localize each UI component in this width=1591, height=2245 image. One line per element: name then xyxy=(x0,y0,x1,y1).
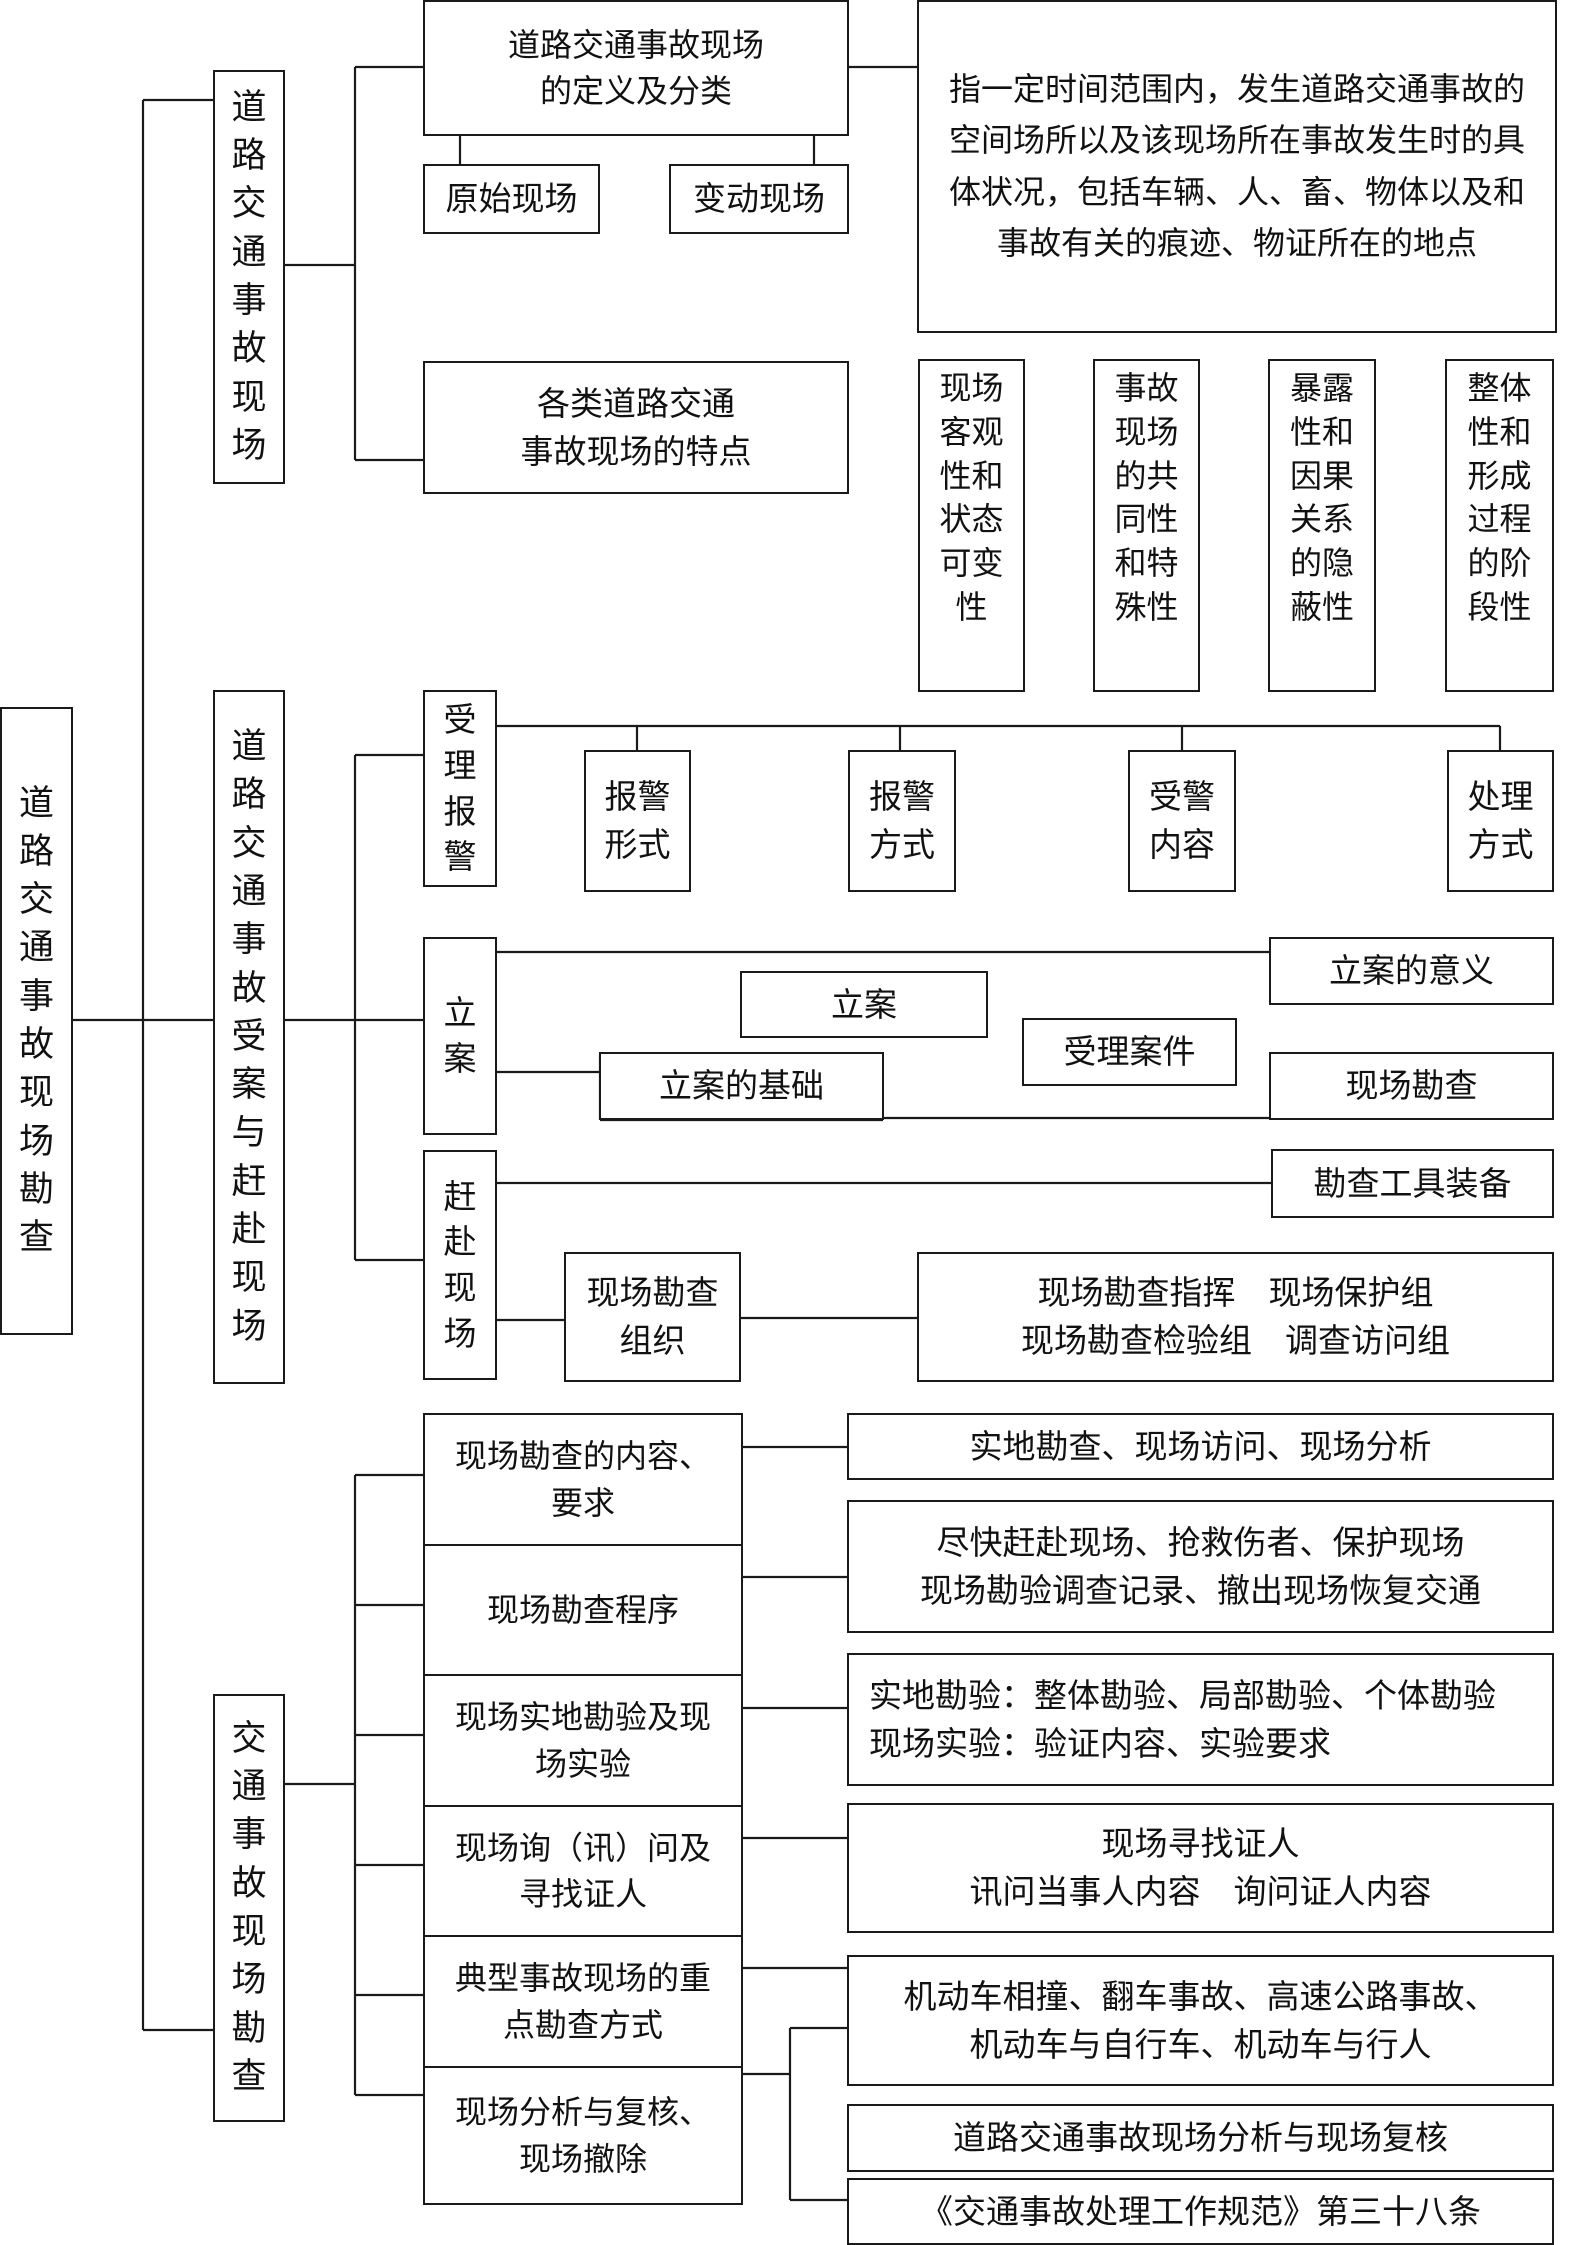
inspection-procedure-detail: 尽快赶赴现场、抢救伤者、保护现场 现场勘验调查记录、撤出现场恢复交通 xyxy=(847,1500,1554,1633)
filing-case-node: 立案 xyxy=(740,971,988,1038)
filing-node: 立案 xyxy=(423,937,497,1135)
rush-to-scene-node: 赶赴现场 xyxy=(423,1150,497,1380)
accept-case-node: 受理案件 xyxy=(1022,1018,1237,1086)
accept-alarm-node: 受理报警 xyxy=(423,690,497,887)
original-scene-node: 原始现场 xyxy=(423,164,600,234)
scene-inspection-node: 现场勘查 xyxy=(1269,1052,1554,1120)
definition-text-box: 指一定时间范围内，发生道路交通事故的空间场所以及该现场所在事故发生时的具体状况，… xyxy=(917,0,1557,333)
section-traffic-accident-scene: 道路交通事故现场 xyxy=(213,70,285,484)
altered-scene-node: 变动现场 xyxy=(669,164,849,234)
section-case-acceptance: 道路交通事故受案与赶赴现场 xyxy=(213,690,285,1384)
inspection-procedure-node: 现场勘查程序 xyxy=(423,1544,743,1676)
feature-integrity-stages: 整体性和形成过程的阶段性 xyxy=(1445,359,1554,692)
filing-basis-node: 立案的基础 xyxy=(599,1052,884,1120)
root-node: 道路交通事故现场勘查 xyxy=(0,707,73,1335)
inspection-tools-node: 勘查工具装备 xyxy=(1271,1149,1554,1218)
regulation-article-node: 《交通事故处理工作规范》第三十八条 xyxy=(847,2178,1554,2245)
feature-objectivity-variability: 现场客观性和状态可变性 xyxy=(918,359,1025,692)
interrogation-node: 现场询（讯）问及 寻找证人 xyxy=(423,1805,743,1937)
inspection-content-node: 现场勘查的内容、 要求 xyxy=(423,1413,743,1546)
handling-method-node: 处理 方式 xyxy=(1447,750,1554,892)
typical-scene-detail: 机动车相撞、翻车事故、高速公路事故、 机动车与自行车、机动车与行人 xyxy=(847,1955,1554,2086)
inspection-organization-node: 现场勘查 组织 xyxy=(564,1252,741,1382)
field-inspection-detail: 实地勘验：整体勘验、局部勘验、个体勘验 现场实验：验证内容、实验要求 xyxy=(847,1653,1554,1786)
definition-classification-node: 道路交通事故现场 的定义及分类 xyxy=(423,0,849,136)
typical-scene-node: 典型事故现场的重 点勘查方式 xyxy=(423,1935,743,2068)
feature-commonality-particularity: 事故现场的共同性和特殊性 xyxy=(1093,359,1200,692)
analysis-review-node: 现场分析与复核、 现场撤除 xyxy=(423,2066,743,2205)
filing-significance-node: 立案的意义 xyxy=(1269,937,1554,1005)
feature-exposure-concealment: 暴露性和因果关系的隐蔽性 xyxy=(1268,359,1376,692)
alarm-content-node: 受警 内容 xyxy=(1128,750,1236,892)
alarm-method-node: 报警 方式 xyxy=(848,750,956,892)
inspection-content-detail: 实地勘查、现场访问、现场分析 xyxy=(847,1413,1554,1480)
scene-features-node: 各类道路交通 事故现场的特点 xyxy=(423,361,849,494)
alarm-form-node: 报警 形式 xyxy=(584,750,691,892)
analysis-review-detail: 道路交通事故现场分析与现场复核 xyxy=(847,2104,1554,2172)
section-accident-scene-inspection: 交通事故现场勘查 xyxy=(213,1694,285,2122)
interrogation-detail: 现场寻找证人 讯问当事人内容 询问证人内容 xyxy=(847,1803,1554,1933)
field-inspection-node: 现场实地勘验及现 场实验 xyxy=(423,1674,743,1807)
inspection-groups-node: 现场勘查指挥 现场保护组 现场勘查检验组 调查访问组 xyxy=(917,1252,1554,1382)
